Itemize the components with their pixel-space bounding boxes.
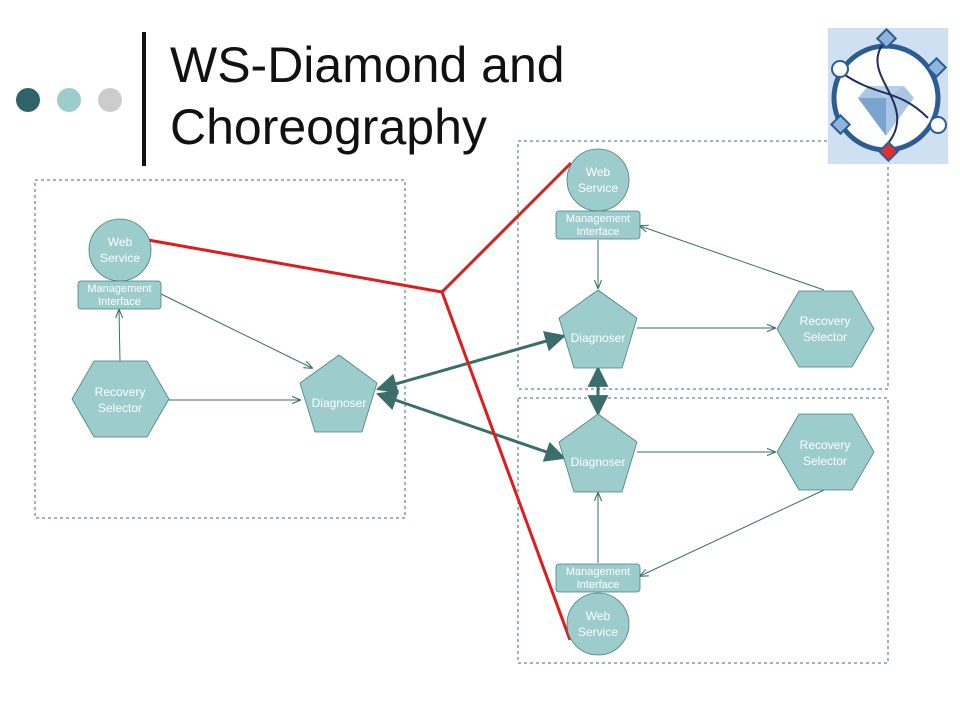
bottom-right-web-service: Web Service [566,592,630,656]
choreography-line-branch [440,291,572,641]
left-management-line2: Interface [98,296,141,308]
bottom-right-recovery-line1: Recovery [800,438,851,452]
decor-dot-dark [16,88,40,112]
arrow-bottom-recovery-to-management [640,489,825,576]
choreography-line [147,161,573,294]
left-web-service-line1: Web [108,235,133,249]
top-right-diagnoser: Diagnoser [558,289,638,369]
bottom-right-management-interface: Management Interface [555,563,641,593]
link-left-diagnoser-top-diagnoser [375,331,567,394]
left-service-box [34,179,406,519]
top-right-web-service-line1: Web [586,165,611,179]
bottom-right-recovery-selector: Recovery Selector [776,413,875,491]
bottom-right-management-line2: Interface [577,579,620,591]
top-right-web-service: Web Service [566,148,630,212]
bottom-right-recovery-line2: Selector [803,454,847,468]
top-right-management-interface: Management Interface [555,210,641,240]
decor-dot-light [57,88,81,112]
title-line-2: Choreography [170,99,487,155]
top-right-diagnoser-label: Diagnoser [571,331,626,345]
decor-dot-gray [98,88,122,112]
left-diagnoser-label: Diagnoser [312,396,367,410]
left-management-line1: Management [87,283,151,295]
arrow-left-recovery-to-management [119,310,120,362]
title-divider [142,32,146,166]
link-left-diagnoser-bottom-diagnoser [376,390,566,462]
top-right-management-line1: Management [566,213,630,225]
left-web-service: Web Service [88,218,152,282]
bottom-right-diagnoser: Diagnoser [558,413,638,493]
arrow-top-recovery-to-management [640,226,825,291]
bottom-right-management-line1: Management [566,566,630,578]
title-line-1: WS-Diamond and [170,37,565,93]
top-right-management-line2: Interface [577,226,620,238]
left-management-interface: Management Interface [77,280,162,310]
bottom-right-web-service-line1: Web [586,609,611,623]
bottom-right-web-service-line2: Service [578,625,618,639]
left-recovery-line2: Selector [98,401,142,415]
left-recovery-line1: Recovery [95,385,146,399]
slide-title: WS-Diamond and Choreography [170,34,690,158]
top-right-recovery-selector: Recovery Selector [776,290,875,368]
left-diagnoser: Diagnoser [299,354,378,433]
ws-diamond-logo-icon [828,27,948,164]
left-web-service-line2: Service [100,251,140,265]
top-right-service-box [517,140,889,390]
top-right-recovery-line2: Selector [803,330,847,344]
left-recovery-selector: Recovery Selector [71,360,170,438]
bottom-right-diagnoser-label: Diagnoser [571,455,626,469]
top-right-recovery-line1: Recovery [800,314,851,328]
top-right-web-service-line2: Service [578,181,618,195]
arrow-left-management-to-diagnoser [160,293,312,368]
